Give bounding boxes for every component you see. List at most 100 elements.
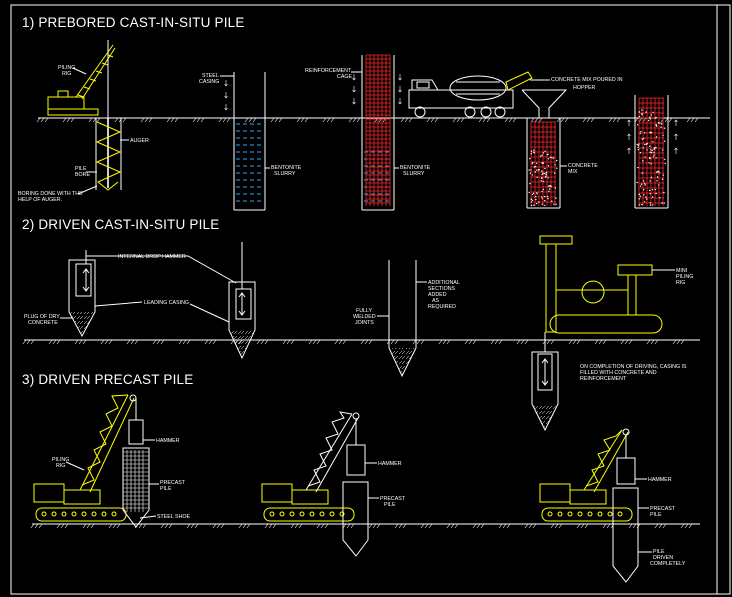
label-internal-drop-hammer: INTERNAL DROP HAMMER (118, 254, 186, 260)
concrete-speck (541, 203, 543, 205)
concrete-speck (643, 194, 645, 196)
piling-rig-auger (47, 40, 116, 118)
concrete-speck (655, 125, 658, 127)
concrete-speck (642, 160, 644, 162)
concrete-speck (547, 177, 549, 179)
ground-hatch-tick (654, 523, 667, 529)
ground-hatch-tick (550, 523, 563, 529)
concrete-speck (533, 151, 535, 153)
ground-hatch-tick (264, 523, 277, 529)
concrete-speck (544, 204, 546, 207)
ground-hatch-tick (646, 339, 659, 345)
concrete-speck (637, 166, 639, 169)
concrete-speck (655, 116, 657, 119)
concrete-speck (547, 198, 549, 200)
concrete-speck (652, 141, 654, 143)
ground-hatch-tick (680, 523, 693, 529)
concrete-speck (544, 200, 546, 202)
label-auger: AUGER (130, 138, 149, 144)
ground-hatch-tick (88, 117, 101, 123)
concrete-speck (541, 177, 543, 179)
concrete-speck (639, 195, 642, 197)
concrete-speck (639, 151, 642, 154)
concrete-speck (661, 178, 664, 180)
concrete-speck (641, 109, 643, 111)
piling-rig-precast-a (33, 394, 144, 522)
ground-hatch-tick (672, 339, 685, 345)
concrete-speck (530, 169, 532, 171)
concrete-speck (554, 164, 556, 166)
ground-hatching (22, 117, 699, 529)
concrete-speck (651, 189, 654, 191)
concrete-speck (655, 146, 657, 149)
concrete-speck (643, 137, 645, 140)
concrete-speck (664, 127, 666, 129)
concrete-speck (657, 122, 660, 124)
ground-hatch-tick (56, 523, 69, 529)
label-hammer-c: HAMMER (648, 477, 672, 483)
concrete-speck (655, 192, 657, 195)
ground-hatch-tick (446, 523, 459, 529)
concrete-speck (650, 149, 652, 151)
welded-casing (388, 260, 417, 378)
concrete-speck (649, 180, 651, 182)
up-arrow (627, 147, 631, 154)
ground-hatch-tick (126, 339, 139, 345)
up-arrow (674, 147, 678, 154)
concrete-speck (648, 119, 650, 122)
down-arrow (224, 104, 228, 111)
concrete-speck (549, 185, 551, 187)
concrete-speck (554, 187, 556, 189)
concrete-speck (530, 153, 533, 155)
concrete-speck (534, 171, 536, 173)
concrete-speck (662, 149, 664, 151)
concrete-speck (655, 157, 657, 159)
ground-hatch-tick (478, 117, 491, 123)
concrete-speck (652, 111, 654, 114)
concrete-speck (640, 183, 643, 185)
concrete-speck (545, 175, 547, 177)
concrete-speck (641, 114, 643, 116)
concrete-speck (658, 172, 660, 174)
concrete-speck (537, 169, 540, 171)
concrete-speck (531, 199, 534, 201)
ground-hatch-tick (334, 339, 347, 345)
ground-hatch-tick (238, 523, 251, 529)
concrete-speck (636, 143, 638, 146)
ground-hatch-tick (48, 339, 61, 345)
ground-hatch-tick (394, 523, 407, 529)
concrete-speck (657, 170, 659, 173)
concrete-speck (547, 165, 550, 167)
reinforcement-cage-bore (361, 54, 395, 211)
concrete-speck (531, 163, 533, 165)
ground-hatch-tick (316, 523, 329, 529)
concrete-speck (542, 180, 544, 183)
concrete-speck (649, 116, 651, 118)
concrete-speck (530, 201, 532, 203)
up-arrow (674, 133, 678, 140)
ground-hatch-tick (296, 117, 309, 123)
concrete-speck (542, 162, 544, 164)
ground-hatch-tick (178, 339, 191, 345)
concrete-speck (646, 198, 648, 200)
ground-hatch-tick (140, 117, 153, 123)
concrete-speck (661, 202, 663, 204)
ground-hatch-tick (192, 117, 205, 123)
concrete-speck (644, 182, 646, 185)
concrete-speck (551, 157, 553, 159)
concrete-speck (649, 189, 651, 192)
concrete-speck (662, 174, 664, 176)
down-arrow (352, 86, 356, 93)
concrete-speck (538, 201, 540, 203)
ground-hatch-tick (438, 339, 451, 345)
concrete-speck (655, 124, 657, 126)
down-arrow (224, 80, 228, 87)
